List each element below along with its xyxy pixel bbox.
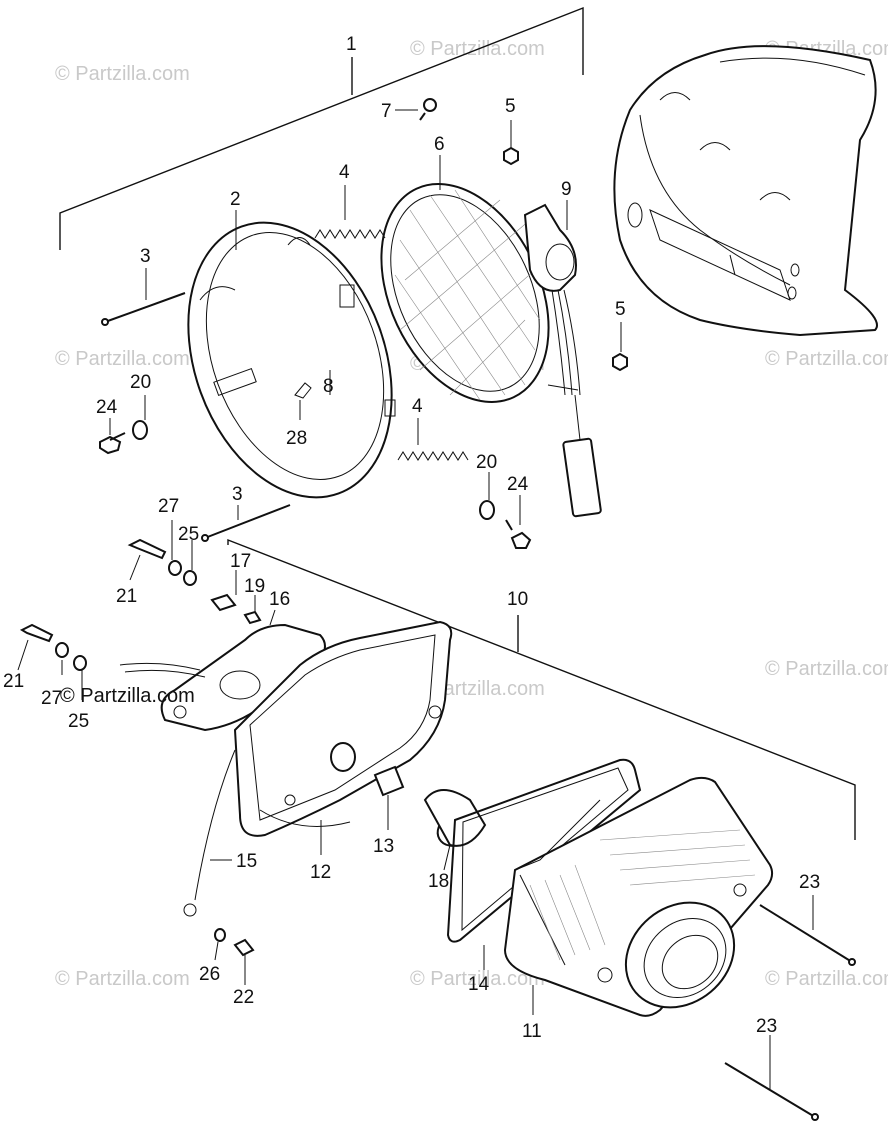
lens-screws (724, 904, 856, 1121)
watermark: © Partzilla.com (765, 658, 888, 680)
callout-labels: 1 2 3 3 4 4 5 5 6 7 8 9 10 11 12 13 14 1… (3, 34, 820, 1042)
callout-27: 27 (41, 688, 62, 709)
callout-25: 25 (68, 711, 89, 732)
callout-20: 20 (130, 372, 151, 393)
watermark: © Partzilla.com (55, 63, 190, 85)
callout-23: 23 (756, 1016, 777, 1037)
watermark: © Partzilla.com (765, 348, 888, 370)
callout-28: 28 (286, 428, 307, 449)
watermark: © Partzilla.com (410, 968, 545, 990)
assembly-bracket-10 (227, 538, 856, 840)
callout-22: 22 (233, 987, 254, 1008)
callout-21: 21 (3, 671, 24, 692)
callout-14: 14 (468, 974, 490, 995)
headlight-case (613, 45, 878, 337)
adjusting-springs (314, 229, 469, 461)
callout-7: 7 (381, 101, 392, 122)
callout-6: 6 (434, 134, 445, 155)
callout-2: 2 (230, 189, 241, 210)
callout-5: 5 (505, 96, 516, 117)
callout-20: 20 (476, 452, 497, 473)
callout-23: 23 (799, 872, 820, 893)
leader-lines (17, 109, 814, 1090)
callout-4: 4 (339, 162, 350, 183)
callout-26: 26 (199, 964, 220, 985)
headlight-rim (187, 221, 396, 499)
callout-10: 10 (507, 589, 528, 610)
callout-24: 24 (507, 474, 529, 495)
callout-19: 19 (244, 576, 265, 597)
callout-4: 4 (412, 396, 423, 417)
watermark: © Partzilla.com (55, 348, 190, 370)
tail-light-base (160, 620, 453, 837)
watermark: © Partzilla.com (55, 968, 190, 990)
callout-11: 11 (522, 1021, 542, 1042)
callout-15: 15 (236, 851, 257, 872)
callout-1: 1 (346, 34, 357, 55)
callout-12: 12 (310, 862, 331, 883)
lens-gasket (446, 758, 642, 943)
callout-9: 9 (561, 179, 572, 200)
callout-21: 21 (116, 586, 137, 607)
callout-27: 27 (158, 496, 179, 517)
assembly-bracket-1 (59, 6, 584, 250)
callout-25: 25 (178, 524, 199, 545)
callout-8: 8 (323, 376, 334, 397)
callout-18: 18 (428, 871, 449, 892)
sealed-beam-unit (380, 183, 550, 403)
callout-3: 3 (232, 484, 243, 505)
tail-light-lens (503, 776, 774, 1017)
callout-13: 13 (373, 836, 394, 857)
callout-16: 16 (269, 589, 290, 610)
callout-17: 17 (230, 551, 251, 572)
socket-wiring (523, 203, 602, 518)
callout-5: 5 (615, 299, 626, 320)
watermark: © Partzilla.com (765, 968, 888, 990)
callout-3: 3 (140, 246, 151, 267)
small-hardware-bottom (19, 538, 262, 957)
small-hardware-top (99, 98, 628, 549)
watermark-overlay: © Partzilla.com (60, 685, 195, 707)
callout-24: 24 (96, 397, 118, 418)
